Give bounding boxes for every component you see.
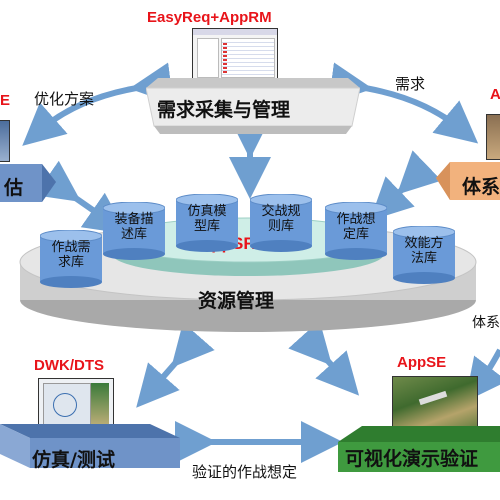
bottom-right-tool-label: AppSE bbox=[397, 354, 447, 371]
right-box-shape bbox=[436, 162, 500, 200]
repository-cylinder: 效能方 法库 bbox=[393, 226, 455, 284]
right-tool-label: A bbox=[490, 86, 500, 103]
visualization-tool-screenshot bbox=[392, 376, 478, 432]
bottom-left-box-title: 仿真/测试 bbox=[32, 449, 115, 471]
arrow-left-diagonal bbox=[34, 160, 128, 234]
flow-label-top-left: 优化方案 bbox=[34, 90, 95, 108]
top-box-shape bbox=[146, 78, 360, 134]
arrow-lower-left bbox=[136, 322, 215, 408]
top-box-title: 需求采集与管理 bbox=[157, 99, 291, 121]
repository-cylinder: 装备描 述库 bbox=[103, 202, 165, 260]
repository-cylinder: 作战需 求库 bbox=[40, 230, 102, 288]
repository-label: 装备描 述库 bbox=[114, 212, 154, 242]
left-tool-label: E bbox=[0, 92, 11, 109]
arrow-lower-right bbox=[288, 320, 360, 396]
repository-label: 交战规 则库 bbox=[261, 204, 301, 234]
bottom-right-box-title: 可视化演示验证 bbox=[345, 448, 479, 470]
requirement-tool-screenshot bbox=[192, 28, 278, 80]
repository-cylinder: 作战想 定库 bbox=[325, 202, 387, 260]
bottom-right-box-shape bbox=[338, 426, 500, 472]
flow-label-bottom: 验证的作战想定 bbox=[192, 463, 298, 481]
repository-label: 效能方 法库 bbox=[404, 236, 444, 266]
base-label: 资源管理 bbox=[198, 290, 275, 312]
left-box-shape bbox=[0, 164, 56, 202]
arrow-right-diagonal bbox=[369, 150, 442, 221]
bottom-left-box-shape bbox=[0, 424, 180, 468]
repository-label: 作战想 定库 bbox=[336, 212, 376, 242]
repository-label: 作战需 求库 bbox=[51, 240, 91, 270]
right-tool-screenshot bbox=[486, 114, 500, 160]
top-tool-label: EasyReq+AppRM bbox=[147, 9, 272, 26]
arrow-top-left bbox=[22, 62, 174, 146]
bottom-left-tool-label: DWK/DTS bbox=[34, 357, 104, 374]
arrow-top-right bbox=[328, 62, 479, 144]
repository-cylinder: 交战规 则库 bbox=[250, 194, 312, 252]
flow-label-top-right: 需求 bbox=[395, 75, 426, 93]
repository-label: 仿真模 型库 bbox=[187, 204, 227, 234]
right-box-title: 体系 bbox=[462, 176, 500, 198]
arrow-right-side bbox=[465, 348, 500, 402]
repository-cylinder: 仿真模 型库 bbox=[176, 194, 238, 252]
left-box-title: 估 bbox=[4, 177, 24, 199]
left-tool-screenshot bbox=[0, 120, 10, 162]
right-lower-text: 体系 bbox=[472, 315, 500, 331]
